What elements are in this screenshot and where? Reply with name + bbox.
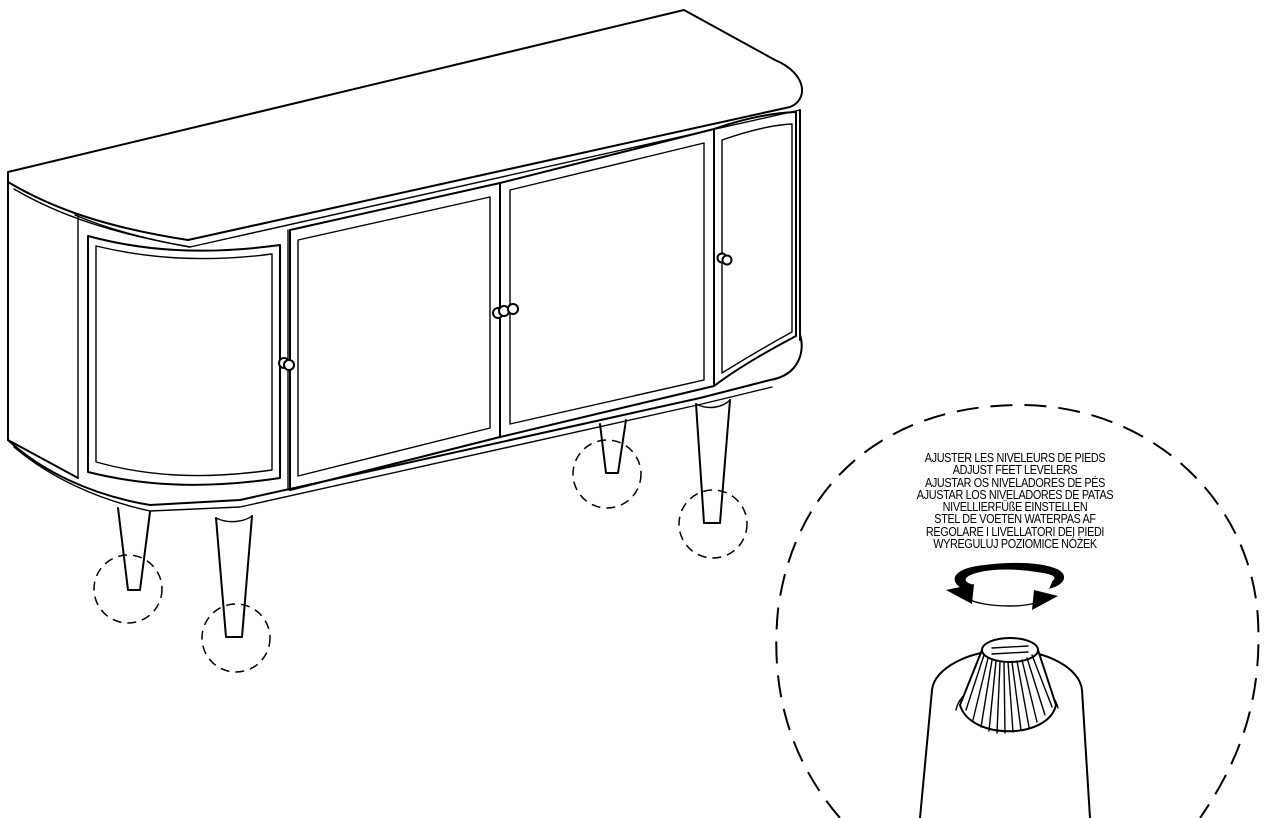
instruction-nl: STEL DE VOETEN WATERPAS AF (934, 512, 1096, 527)
instruction-de: NIVELLIERFÜßE EINSTELLEN (942, 500, 1088, 515)
instruction-es: AJUSTAR LOS NIVELADORES DE PATAS (916, 487, 1114, 502)
right-curved-door (713, 111, 797, 387)
center-right-door (499, 128, 715, 438)
sideboard-top (7, 9, 803, 248)
instruction-pt: AJUSTAR OS NIVELADORES DE PÉS (924, 475, 1106, 490)
rotate-both-directions-icon (946, 562, 1065, 610)
detail-callout-circle (775, 403, 1260, 818)
foot-highlight-circles (93, 439, 748, 673)
instruction-fr: AJUSTER LES NIVELEURS DE PIEDS (924, 451, 1106, 465)
instruction-it: REGOLARE I LIVELLATORI DEI PIEDI (925, 524, 1105, 539)
center-left-door (289, 182, 501, 491)
legs (117, 399, 731, 638)
leveler-instructions: AJUSTER LES NIVELEURS DE PIEDS ADJUST FE… (890, 451, 1139, 552)
foot-leveler-detail-icon (919, 637, 1091, 818)
foot-highlight-circle (93, 554, 163, 624)
left-curved-door (87, 229, 289, 491)
instruction-en: ADJUST FEET LEVELERS (952, 463, 1078, 478)
foot-highlight-circle (678, 489, 748, 559)
door-knobs (278, 252, 733, 371)
foot-highlight-circle (201, 603, 271, 673)
instruction-pl: WYREGULUJ POZIOMICE NÓŻEK (933, 537, 1097, 552)
foot-highlight-circle (572, 439, 642, 509)
